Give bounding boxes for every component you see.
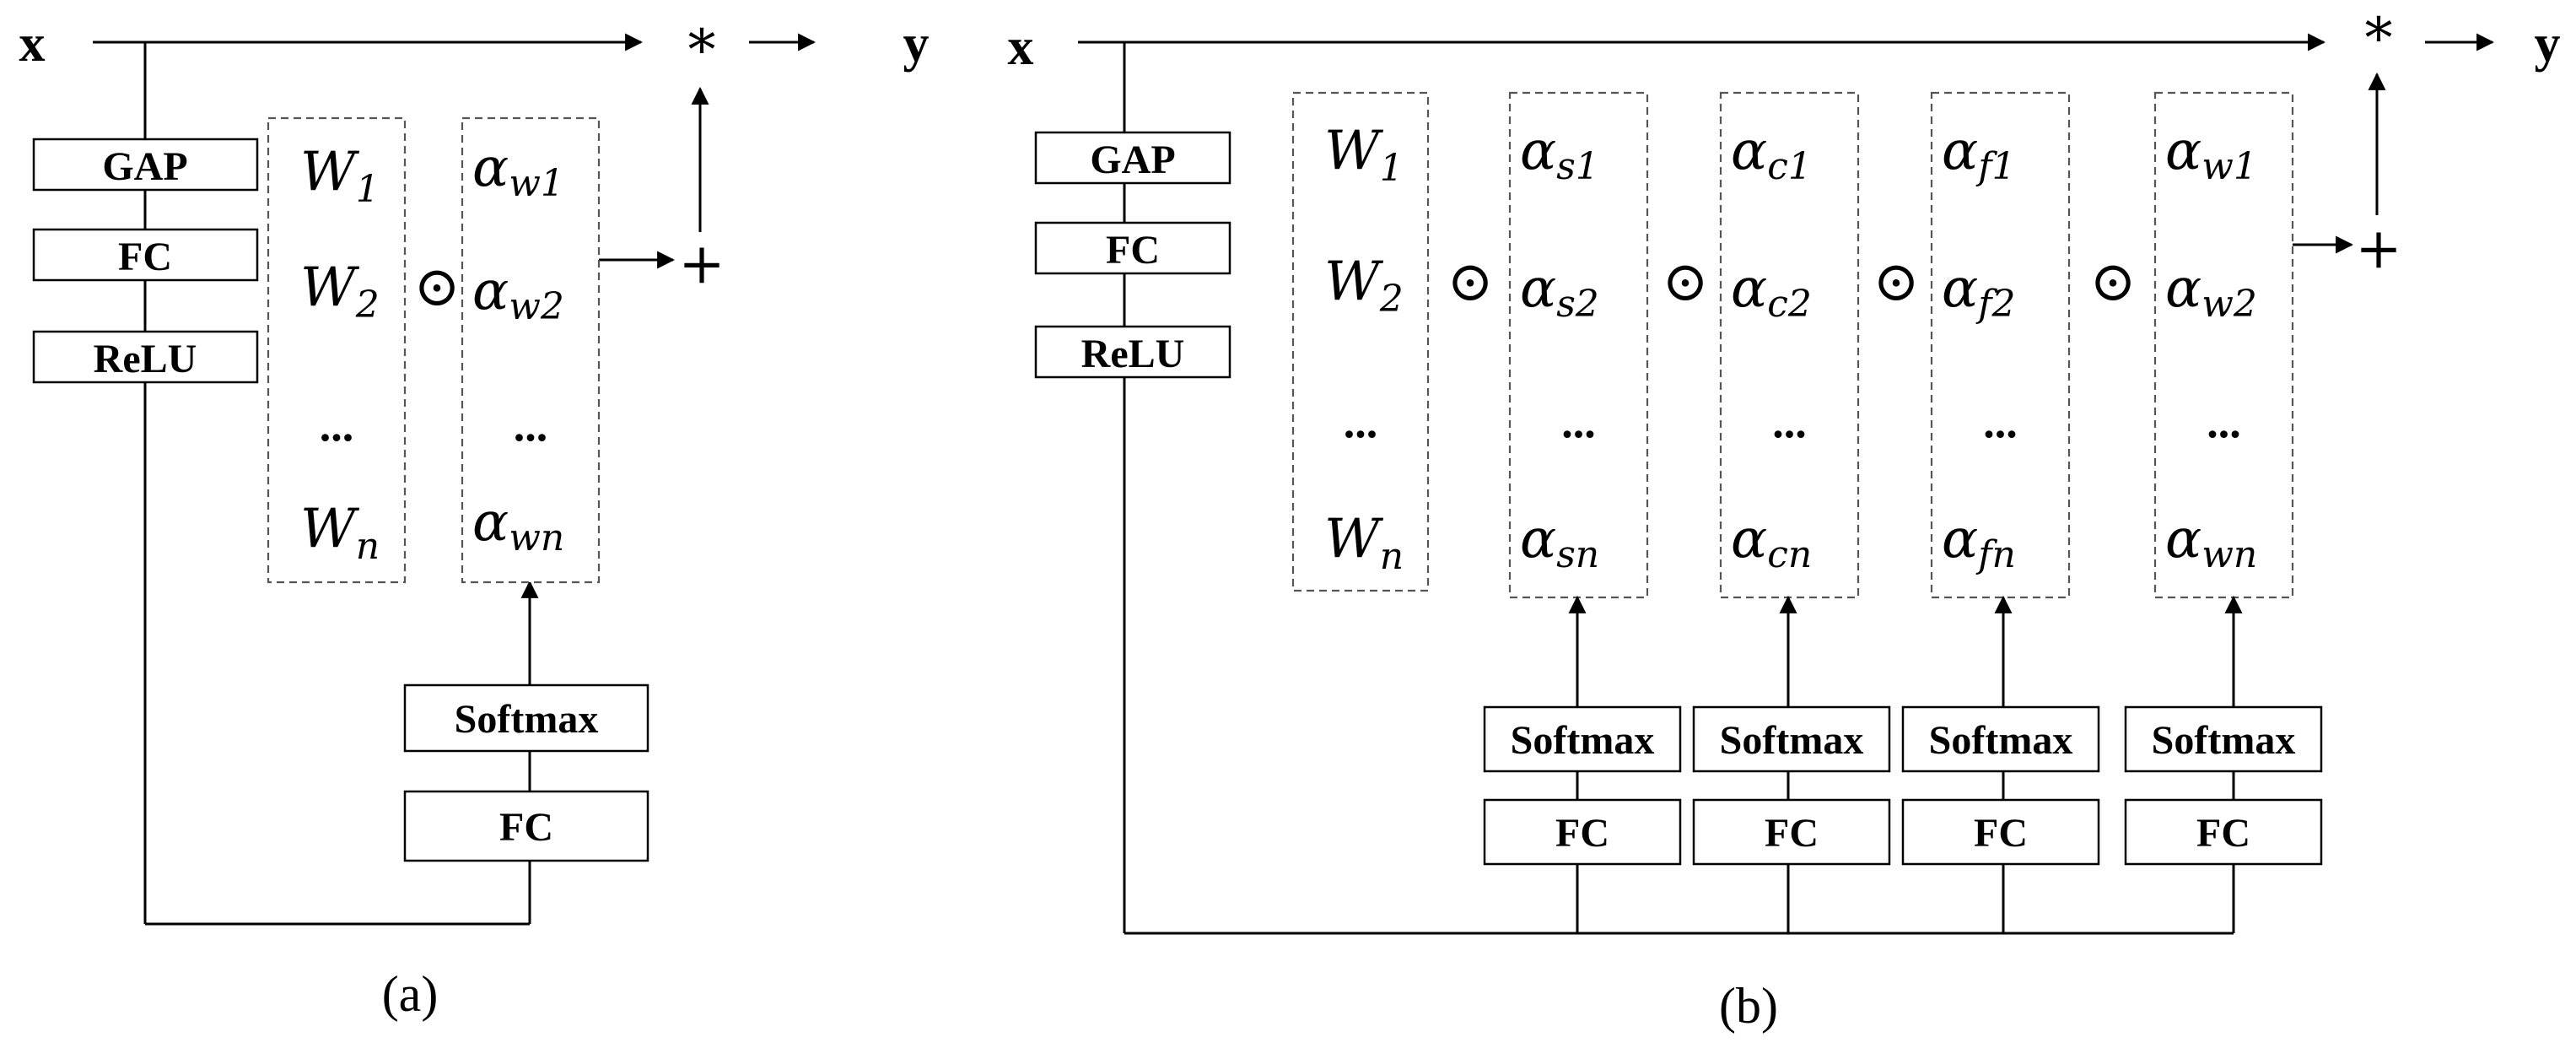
- b-alpha-2-2: αfn: [1942, 508, 2016, 576]
- b-softmax-box-3: [2124, 705, 2323, 773]
- b-alpha-dots-1: ...: [1772, 397, 1807, 447]
- b-softmax-box-2: [1901, 705, 2100, 773]
- b-odot-2: ⊙: [1873, 249, 1919, 314]
- b-input-x: x: [1008, 19, 1034, 76]
- b-softmax-label-0: Softmax: [1511, 718, 1655, 763]
- b-w-dots: ...: [1344, 397, 1378, 447]
- b-fc-label: FC: [1106, 228, 1160, 273]
- a-w-dots: ...: [320, 400, 354, 451]
- a-w1: W1: [300, 141, 380, 211]
- b-alpha-0-1: αs2: [1520, 257, 1599, 326]
- b-alpha-dots-2: ...: [1983, 397, 2018, 447]
- b-alpha-1-2: αcn: [1731, 508, 1812, 576]
- b-caption: (b): [1719, 978, 1778, 1034]
- a-relu-box: [32, 330, 259, 384]
- b-alpha-2-0: αf1: [1942, 120, 2016, 188]
- a-alpha-w2: αw2: [472, 260, 564, 328]
- a-alpha-wn: αwn: [472, 491, 564, 559]
- b-wn: Wn: [1324, 508, 1404, 578]
- a-alpha-dots: ...: [514, 400, 548, 451]
- a-fc2-box: [403, 790, 649, 862]
- b-alpha-3-1: αw2: [2165, 257, 2257, 326]
- a-w2: W2: [300, 257, 380, 327]
- a-gap-box: [32, 138, 259, 192]
- b-alpha-dots-3: ...: [2207, 397, 2241, 447]
- b-relu-box: [1034, 325, 1231, 379]
- b-w2: W2: [1324, 251, 1404, 321]
- b-odot-0: ⊙: [1447, 249, 1493, 314]
- b-gap-label: GAP: [1090, 138, 1175, 182]
- b-fc-label-1: FC: [1765, 811, 1819, 856]
- b-fc-label-0: FC: [1555, 811, 1609, 856]
- b-mul-symbol: *: [2365, 6, 2393, 71]
- b-gap-box: [1034, 131, 1231, 185]
- a-mul-symbol: *: [688, 18, 716, 83]
- b-alpha-1-1: αc2: [1731, 257, 1812, 326]
- b-fc-label-3: FC: [2196, 811, 2250, 856]
- a-relu-label: ReLU: [94, 337, 197, 381]
- a-fc2-label: FC: [499, 805, 553, 850]
- a-fc-box: [32, 228, 259, 282]
- a-softmax-box: [403, 683, 649, 753]
- a-plus-symbol: +: [678, 231, 725, 296]
- panel-a: GAP FC ReLU Softmax FC W1 W2 ... Wn ⊙ αw…: [19, 15, 930, 1022]
- b-alpha-0-2: αsn: [1520, 508, 1599, 576]
- b-softmax-box-0: [1483, 705, 1682, 773]
- b-alpha-2-1: αf2: [1942, 257, 2016, 326]
- b-fc-box-2: [1901, 798, 2100, 866]
- b-alpha-box-0: [1508, 91, 1649, 599]
- a-odot: ⊙: [413, 254, 460, 319]
- b-w1: W1: [1324, 120, 1404, 190]
- b-weights-box: [1291, 91, 1430, 592]
- b-plus-symbol: +: [2355, 216, 2401, 281]
- a-gap-label: GAP: [102, 144, 187, 189]
- a-caption: (a): [382, 966, 439, 1022]
- b-odot-1: ⊙: [1662, 249, 1708, 314]
- b-alpha-0-0: αs1: [1520, 120, 1599, 188]
- b-softmax-label-3: Softmax: [2152, 718, 2296, 763]
- b-fc-label-2: FC: [1974, 811, 2028, 856]
- b-softmax-label-2: Softmax: [1929, 718, 2073, 763]
- b-fc-box-0: [1483, 798, 1682, 866]
- b-fc-box: [1034, 221, 1231, 275]
- b-alpha-box-1: [1719, 91, 1860, 599]
- b-softmax-box-1: [1692, 705, 1891, 773]
- b-fc-box-1: [1692, 798, 1891, 866]
- b-fc-box-3: [2124, 798, 2323, 866]
- b-alpha-box-3: [2153, 91, 2294, 599]
- a-alpha-w-box: [461, 116, 601, 584]
- a-input-x: x: [19, 15, 46, 73]
- a-fc-label: FC: [118, 235, 172, 279]
- b-alpha-dots-0: ...: [1561, 397, 1596, 447]
- b-odot-3: ⊙: [2089, 249, 2136, 314]
- a-output-y: y: [903, 15, 930, 73]
- b-alpha-1-0: αc1: [1731, 120, 1812, 188]
- b-alpha-3-0: αw1: [2165, 120, 2257, 188]
- a-wn: Wn: [300, 498, 380, 568]
- b-alpha-box-2: [1930, 91, 2071, 599]
- b-alpha-3-2: αwn: [2165, 508, 2257, 576]
- b-softmax-label-1: Softmax: [1720, 718, 1864, 763]
- a-softmax-label: Softmax: [455, 697, 599, 742]
- b-relu-label: ReLU: [1081, 332, 1185, 376]
- a-weights-box: [267, 116, 407, 584]
- panel-b: GAP FC ReLU W1 W2 ... Wn αs1 αs2 αsn... ⊙ So…: [1008, 6, 2561, 1034]
- b-output-y: y: [2535, 15, 2561, 73]
- a-alpha-w1: αw1: [472, 137, 564, 205]
